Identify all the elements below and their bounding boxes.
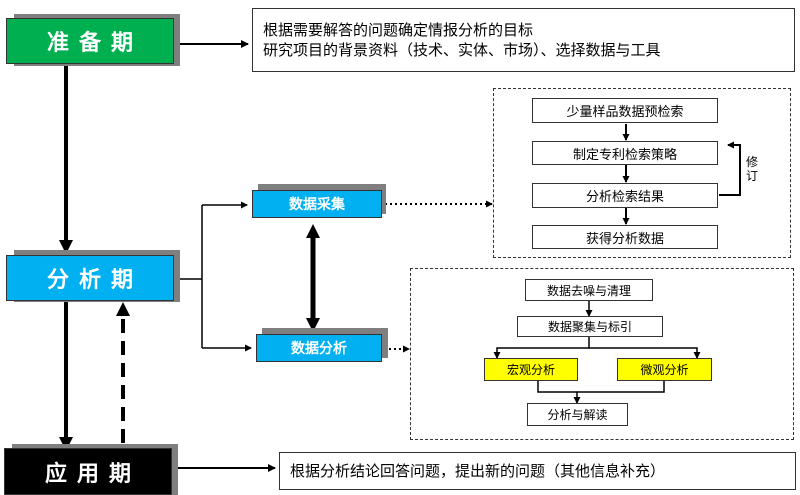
stage-prep-label: 准备期: [46, 31, 143, 56]
stage-analysis-label: 分析期: [46, 268, 143, 293]
prep-note-line1: 根据需要解答的问题确定情报分析的目标: [263, 21, 534, 39]
analysis-step-cluster-label: 数据聚集与标引: [547, 320, 632, 334]
stage-analysis: 分析期: [6, 255, 174, 301]
prep-note: 根据需要解答的问题确定情报分析的目标 研究项目的背景资料（技术、实体、市场）、选…: [252, 8, 795, 72]
collect-step-2: 制定专利检索策略: [532, 141, 718, 165]
subprocess-analyze-label: 数据分析: [291, 341, 347, 357]
analysis-step-micro: 微观分析: [617, 358, 712, 381]
revise-label: 修订: [745, 155, 758, 183]
collect-step-4: 获得分析数据: [532, 225, 718, 249]
collect-detail-panel: [493, 88, 791, 258]
subprocess-collect: 数据采集: [252, 190, 382, 218]
collect-step-1: 少量样品数据预检索: [532, 98, 718, 123]
analysis-detail-panel: [410, 268, 794, 440]
analysis-step-macro-label: 宏观分析: [506, 363, 555, 377]
apply-note-text: 根据分析结论回答问题，提出新的问题（其他信息补充）: [290, 462, 666, 480]
apply-note: 根据分析结论回答问题，提出新的问题（其他信息补充）: [279, 452, 796, 490]
analysis-step-cluster: 数据聚集与标引: [517, 316, 663, 337]
collect-step-3: 分析检索结果: [532, 183, 718, 208]
collect-step-2-label: 制定专利检索策略: [572, 147, 677, 163]
prep-note-line2: 研究项目的背景资料（技术、实体、市场）、选择数据与工具: [263, 41, 661, 59]
stage-apply: 应用期: [4, 448, 172, 495]
revise-loop-arrow: [719, 141, 741, 196]
analysis-step-denoise: 数据去噪与清理: [525, 279, 653, 301]
analysis-step-macro: 宏观分析: [484, 358, 578, 381]
subprocess-analyze: 数据分析: [256, 334, 382, 362]
stage-prep: 准备期: [6, 18, 174, 64]
stage-apply-label: 应用期: [44, 461, 141, 487]
collect-step-3-label: 分析检索结果: [585, 190, 664, 205]
analysis-step-interpret: 分析与解读: [527, 403, 628, 426]
analysis-step-denoise-label: 数据去噪与清理: [546, 283, 631, 298]
analysis-step-micro-label: 微观分析: [640, 363, 689, 377]
subprocess-collect-label: 数据采集: [289, 197, 345, 213]
analysis-step-interpret-label: 分析与解读: [547, 408, 608, 422]
collect-step-4-label: 获得分析数据: [585, 231, 664, 247]
collect-step-1-label: 少量样品数据预检索: [566, 105, 684, 120]
